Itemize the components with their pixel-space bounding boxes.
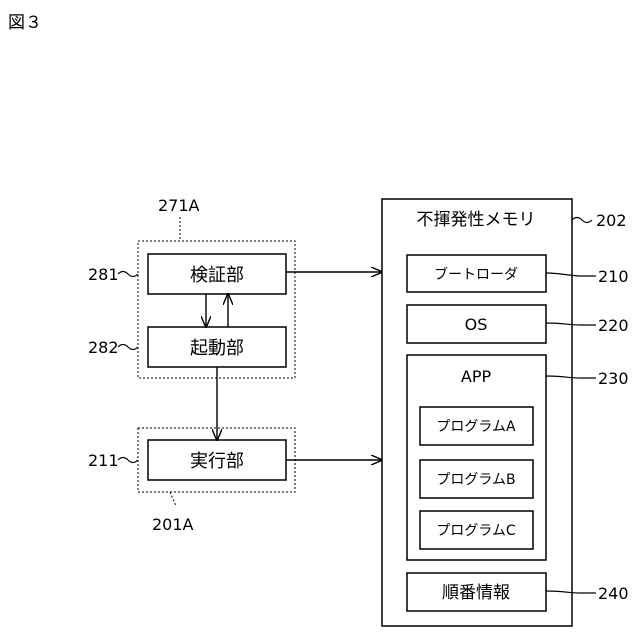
- bootloader-ref: 210: [598, 267, 629, 286]
- program-a-label: プログラムA: [436, 419, 516, 435]
- app-block: APP 230 プログラムA プログラムB プログラムC: [407, 355, 629, 560]
- execute-block-ref: 211: [88, 451, 119, 470]
- boot-block-label: 起動部: [190, 338, 244, 359]
- app-label: APP: [461, 367, 492, 386]
- verify-block-ref: 281: [88, 265, 119, 284]
- verify-block-label: 検証部: [190, 265, 244, 286]
- memory-title: 不揮発性メモリ: [417, 210, 536, 230]
- boot-block: 起動部 282: [88, 327, 286, 367]
- order-info-block: 順番情報 240: [407, 573, 629, 611]
- execute-block: 実行部 211: [88, 440, 286, 480]
- app-ref: 230: [598, 369, 629, 388]
- memory-ref: 202: [596, 211, 627, 230]
- verify-block: 検証部 281: [88, 254, 286, 294]
- program-c-label: プログラムC: [436, 523, 516, 539]
- boot-block-ref: 282: [88, 338, 119, 357]
- order-info-label: 順番情報: [442, 583, 510, 603]
- order-info-ref: 240: [598, 584, 629, 603]
- execute-block-label: 実行部: [190, 451, 244, 472]
- group-271A-ref: 271A: [158, 196, 200, 215]
- os-ref: 220: [598, 316, 629, 335]
- os-block: OS 220: [407, 305, 629, 343]
- figure-label: 図３: [8, 8, 42, 33]
- program-b-label: プログラムB: [436, 472, 515, 488]
- os-label: OS: [465, 315, 488, 334]
- bootloader-label: ブートローダ: [434, 266, 518, 283]
- group-201A-ref: 201A: [152, 515, 194, 534]
- bootloader-block: ブートローダ 210: [407, 255, 629, 292]
